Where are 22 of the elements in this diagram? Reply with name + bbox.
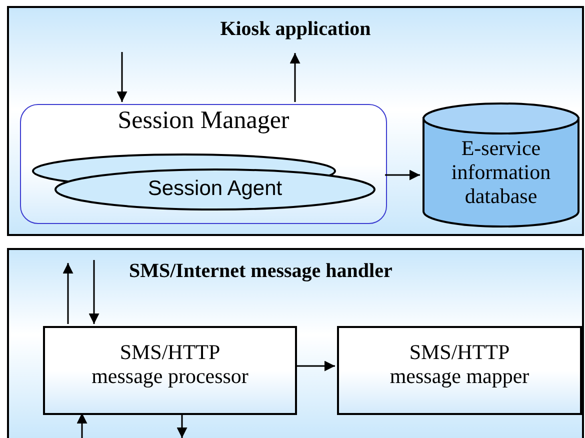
stacked-ellipses bbox=[31, 153, 376, 211]
arrow bbox=[290, 53, 300, 102]
arrow bbox=[76, 413, 88, 438]
arrow bbox=[62, 263, 74, 324]
database-cylinder bbox=[422, 102, 580, 228]
node-label: SMS/HTTP message processor bbox=[90, 340, 250, 388]
node-label: Session Agent bbox=[146, 177, 284, 202]
process-box bbox=[337, 326, 582, 415]
arrow bbox=[116, 52, 128, 102]
node-label: E-service information database bbox=[450, 136, 552, 208]
manager-box bbox=[20, 104, 387, 224]
handler-panel bbox=[7, 248, 584, 438]
node-label: SMS/HTTP message mapper bbox=[388, 340, 530, 388]
node-label: Session Manager bbox=[116, 107, 290, 136]
process-box bbox=[43, 326, 297, 415]
arrow bbox=[176, 413, 188, 438]
panel-title: SMS/Internet message handler bbox=[129, 260, 394, 283]
arrow bbox=[88, 260, 100, 324]
application-panel bbox=[7, 6, 584, 236]
arrow bbox=[295, 360, 335, 372]
panel-title: Kiosk application bbox=[219, 18, 372, 41]
arrow bbox=[385, 170, 420, 180]
